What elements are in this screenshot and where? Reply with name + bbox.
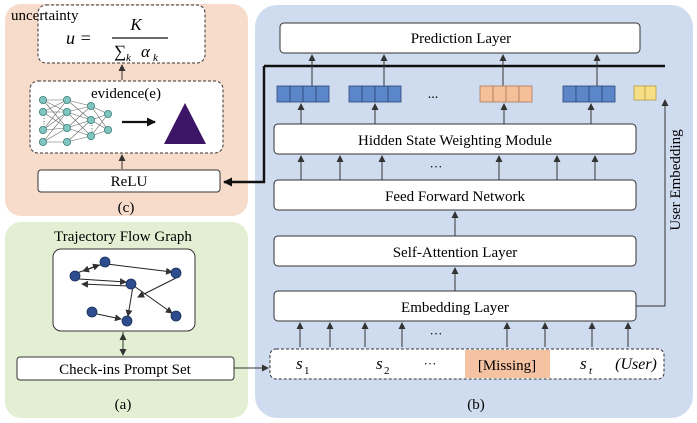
formula-alpha: α — [141, 42, 151, 61]
arrow-to-relu — [223, 66, 266, 187]
input-st-sub: t — [589, 365, 593, 377]
token-dots: ... — [428, 87, 439, 102]
user-embedding-token — [633, 85, 657, 101]
prompt-set-label: Check-ins Prompt Set — [59, 362, 191, 378]
self-attention-box — [273, 235, 637, 267]
token-to-prediction-arrows — [308, 54, 601, 86]
user-embedding-route — [636, 99, 669, 307]
ffn-box — [273, 179, 637, 211]
neural-network-nodes — [39, 96, 113, 146]
user-embedding-label: User Embedding — [668, 129, 684, 231]
input-missing: [Missing] — [478, 358, 536, 374]
hidden-state-label: Hidden State Weighting Module — [358, 133, 552, 149]
formula-sum-sub: k — [126, 52, 132, 64]
input-st: s — [580, 354, 587, 373]
prediction-layer-label: Prediction Layer — [411, 31, 511, 47]
input-user: (User) — [615, 356, 657, 373]
input-s1: s — [296, 354, 303, 373]
token-group-missing — [479, 85, 533, 103]
hidden-to-token-arrows — [297, 103, 595, 124]
token-group-t — [562, 85, 616, 103]
input-to-embedding-arrows — [296, 322, 632, 347]
uncertainty-box — [37, 4, 206, 64]
panel-c-label: (c) — [118, 200, 135, 216]
nn-ellipsis-left: ⋮ — [40, 117, 48, 126]
ffn-label: Feed Forward Network — [385, 189, 525, 205]
panel-a-label: (a) — [115, 397, 132, 413]
formula-lhs: u = — [66, 28, 92, 48]
evidence-label: evidence(e) — [91, 86, 161, 102]
uncertainty-label: uncertainty — [11, 8, 79, 24]
self-attention-label: Self-Attention Layer — [393, 245, 518, 261]
input-s2-sub: 2 — [384, 365, 390, 377]
input-s2: s — [376, 354, 383, 373]
token-group-1 — [276, 85, 330, 103]
relu-label: ReLU — [111, 174, 148, 190]
graph-edges — [76, 263, 177, 322]
ellipsis-ffn-hidden: ··· — [430, 159, 443, 174]
panel-b-label: (b) — [467, 397, 485, 413]
graph-title: Trajectory Flow Graph — [54, 229, 192, 245]
nn-ellipsis-right: ⋮ — [88, 124, 96, 133]
prediction-layer-box — [279, 22, 641, 54]
missing-highlight — [465, 350, 550, 378]
formula-numerator: K — [129, 15, 143, 34]
relu-box — [37, 169, 221, 193]
input-dots: ··· — [424, 356, 437, 371]
input-s1-sub: 1 — [304, 365, 310, 377]
triangle-icon — [164, 103, 206, 144]
formula-alpha-sub: k — [153, 52, 159, 64]
embedding-layer-label: Embedding Layer — [401, 300, 509, 316]
hidden-state-box — [273, 123, 637, 155]
formula-sum: ∑ — [114, 42, 126, 61]
token-group-2 — [348, 85, 402, 103]
ellipsis-input-embedding: ··· — [430, 326, 443, 341]
ffn-to-hidden-arrows — [297, 155, 599, 180]
graph-nodes — [69, 256, 182, 327]
